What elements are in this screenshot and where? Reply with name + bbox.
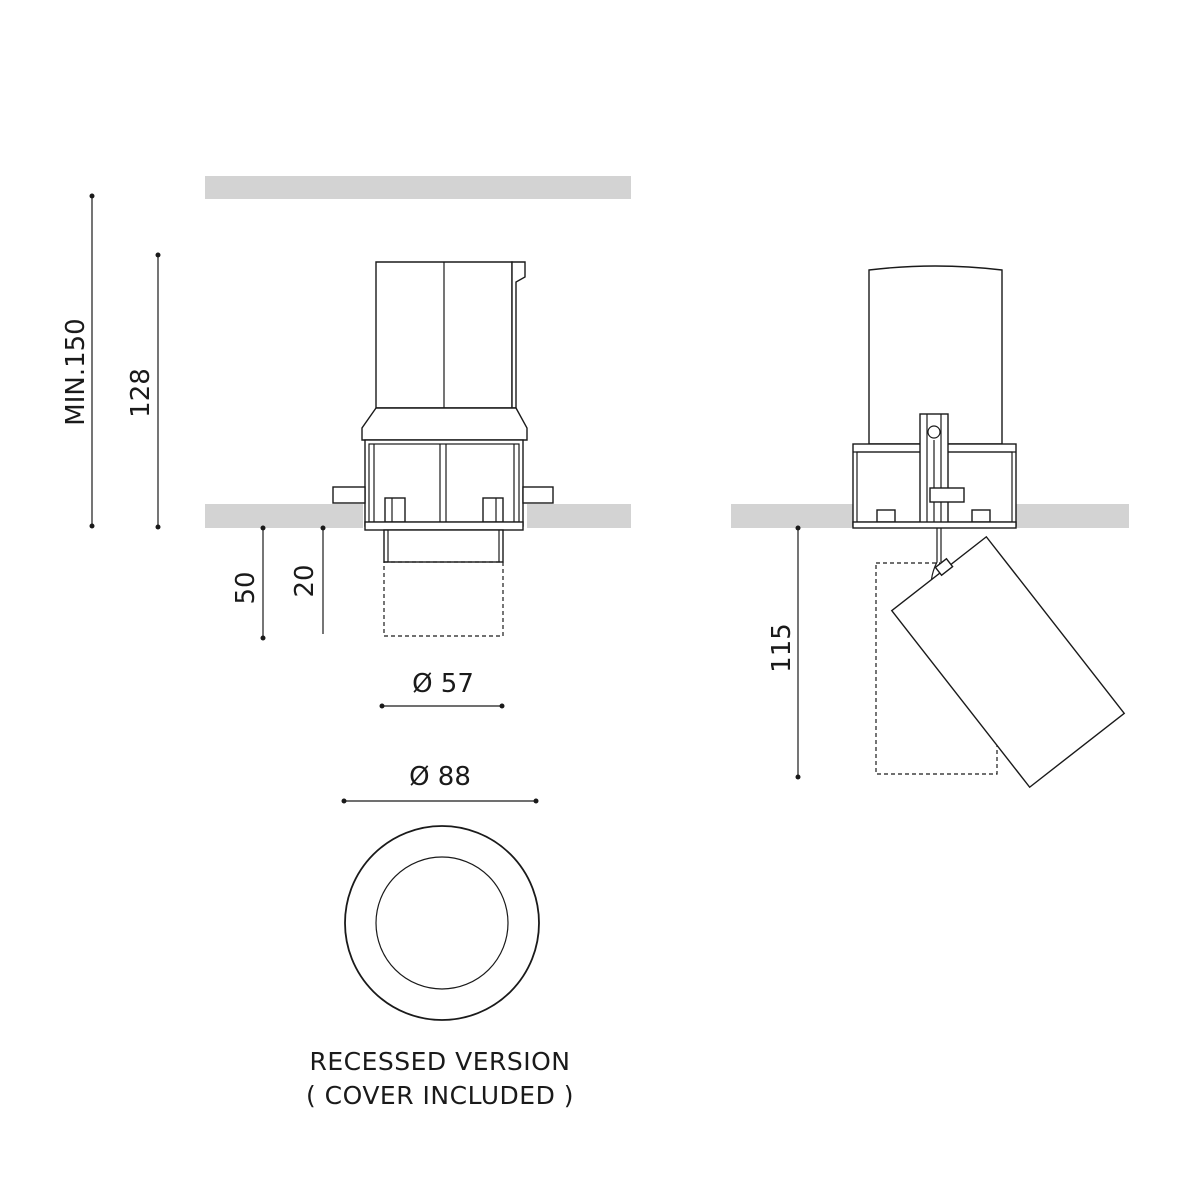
adjustable-housing [852, 265, 1126, 789]
caption-line-2: ( COVER INCLUDED ) [306, 1081, 574, 1110]
dimension-lines-left [89, 193, 539, 804]
dim-flange-diameter-label: Ø 88 [409, 762, 471, 792]
caption-line-1: RECESSED VERSION [309, 1047, 570, 1076]
left-view: MIN.150 128 50 20 Ø 57 Ø 88 RECESSED VER… [61, 176, 631, 1110]
dim-body-height-label: 128 [126, 368, 156, 418]
ceiling-bottom-bar-right-view-left [731, 504, 853, 528]
ceiling-bottom-bar-right [527, 504, 631, 528]
dimension-line-right [795, 525, 801, 780]
dim-cover-diameter-label: Ø 57 [412, 669, 474, 699]
dim-min-height-label: MIN.150 [61, 318, 91, 425]
ceiling-bottom-bar-right-view-right [1016, 504, 1129, 528]
ceiling-top-bar [205, 176, 631, 199]
ceiling-bottom-bar-left [205, 504, 363, 528]
bottom-view-ring [344, 825, 540, 1021]
recessed-housing [332, 261, 554, 637]
dim-adjustable-height-label: 115 [767, 623, 797, 673]
right-view: 115 [731, 265, 1129, 789]
dim-protrusion-label: 50 [231, 571, 261, 604]
dim-recess-depth-label: 20 [290, 564, 320, 597]
